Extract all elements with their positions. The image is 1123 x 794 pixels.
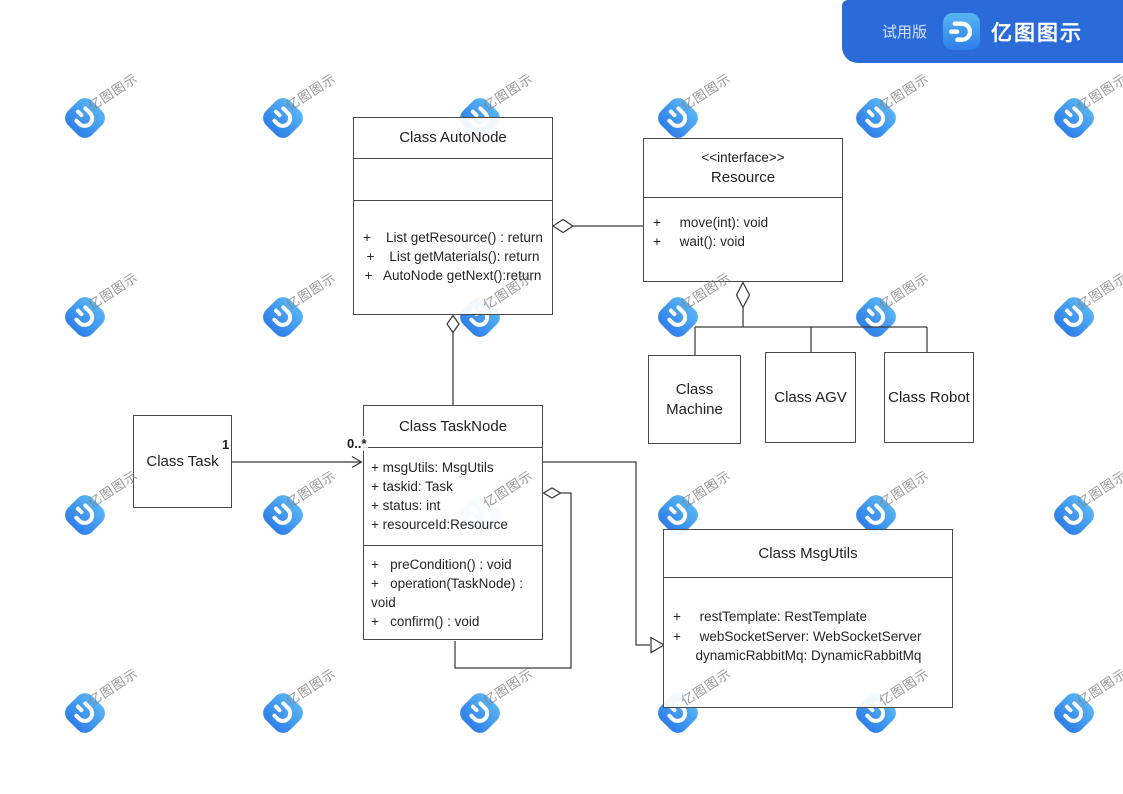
method-line: + confirm() : void [371,614,480,629]
methods-section: + List getResource() : return + List get… [354,200,552,314]
attribute-line: dynamicRabbitMq: DynamicRabbitMq [673,648,922,663]
watermark-logo-icon [1054,495,1094,535]
brand-name: 亿图图示 [991,21,1083,45]
watermark-logo-icon [263,98,303,138]
attributes-section [354,158,552,200]
connector-tasknode-msgutils[interactable] [543,461,666,654]
class-title: Class Robot [888,388,970,406]
multiplicity-label-one: 1 [222,437,230,452]
watermark-logo-icon [65,98,105,138]
attribute-line: + status: int [371,498,441,513]
class-box-task[interactable]: Class Task [133,415,232,508]
class-title: Class Task [146,452,219,470]
watermark-logo-icon [658,297,698,337]
attribute-line: + resourceId:Resource [371,517,508,532]
method-line: + List getMaterials(): return [366,249,540,264]
method-line: void [371,595,396,610]
attributes-section: + restTemplate: RestTemplate + webSocket… [664,577,952,707]
class-box-msgutils[interactable]: Class MsgUtils + restTemplate: RestTempl… [663,529,953,708]
attribute-line: + taskid: Task [371,479,453,494]
trial-banner[interactable]: 试用版 亿图图示 [842,0,1123,63]
watermark-logo-icon [65,297,105,337]
watermark-logo-icon [1054,693,1094,733]
watermark-logo-icon [1054,297,1094,337]
method-line: + preCondition() : void [371,557,512,572]
watermark-logo-icon [65,693,105,733]
connector-task-tasknode[interactable] [232,455,363,469]
method-line: + operation(TaskNode) : [371,576,523,591]
class-title: Class MsgUtils [758,544,858,562]
methods-section: + move(int): void + wait(): void [644,197,842,281]
method-line: + List getResource() : return [363,230,543,245]
method-line: + wait(): void [653,234,745,249]
class-title: Class AGV [774,388,847,406]
watermark-logo-icon [460,693,500,733]
watermark-logo-icon [856,98,896,138]
attribute-line: + webSocketServer: WebSocketServer [673,628,922,644]
class-title: Class AutoNode [399,129,507,146]
watermark-logo-icon [263,693,303,733]
connector-resource-implementations[interactable] [694,281,928,356]
connector-tasknode-self[interactable] [454,487,572,669]
watermark-logo-icon [263,495,303,535]
connector-autonode-resource[interactable] [551,218,643,234]
class-box-machine[interactable]: Class Machine [648,355,741,444]
watermark-logo-icon [1054,98,1094,138]
class-box-resource[interactable]: <<interface>> Resource + move(int): void… [643,138,843,282]
class-box-tasknode[interactable]: Class TaskNode + msgUtils: MsgUtils + ta… [363,405,543,640]
attribute-line: + msgUtils: MsgUtils [371,460,494,475]
watermark-logo-icon [65,495,105,535]
class-title: Class TaskNode [398,417,508,435]
watermark-logo-icon [658,98,698,138]
class-title: Resource [710,169,776,186]
method-line: + AutoNode getNext():return [364,268,542,283]
method-line: + move(int): void [653,215,769,230]
stereotype-label: <<interface>> [701,150,785,165]
attributes-section: + msgUtils: MsgUtils + taskid: Task + st… [364,447,542,545]
connector-autonode-tasknode[interactable] [446,314,460,406]
watermark-logo-icon [263,297,303,337]
trial-version-label: 试用版 [881,24,927,41]
class-box-autonode[interactable]: Class AutoNode + List getResource() : re… [353,117,553,315]
watermark-logo-icon [856,495,896,535]
multiplicity-label-many: 0..* [346,436,368,451]
attribute-line: + restTemplate: RestTemplate [673,609,867,624]
edraw-logo-icon [942,12,981,51]
class-box-agv[interactable]: Class AGV [765,352,856,443]
class-box-robot[interactable]: Class Robot [884,352,974,443]
class-title: Class Machine [666,380,723,418]
watermark-logo-icon [658,495,698,535]
methods-section: + preCondition() : void + operation(Task… [364,545,542,639]
